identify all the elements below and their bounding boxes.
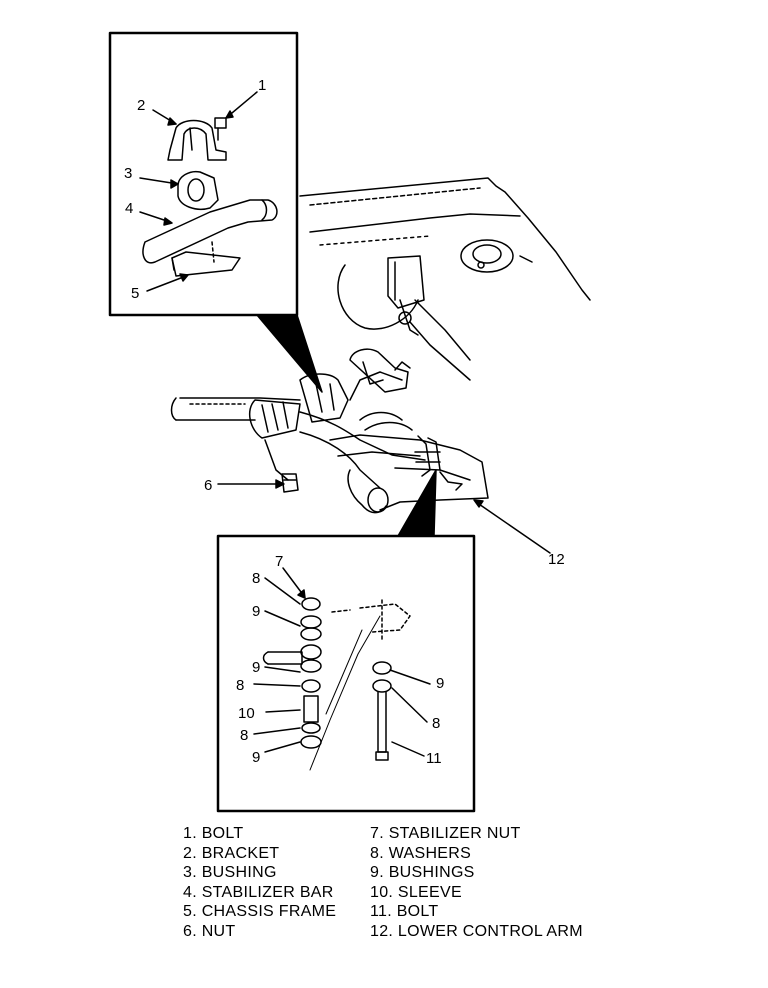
legend-item-3: 3. BUSHING	[183, 864, 277, 881]
callout-12: 12	[548, 551, 565, 568]
bracket-part	[167, 119, 227, 161]
legend-right-column: 7. STABILIZER NUT 8. WASHERS 9. BUSHINGS…	[370, 824, 583, 941]
bushing-part	[177, 170, 219, 210]
callout-9b: 9	[252, 659, 260, 676]
stabilizer-bar-part	[142, 199, 278, 264]
bottom-inset-box	[216, 469, 476, 813]
callout-11: 11	[426, 750, 442, 767]
legend-item-6: 6. NUT	[183, 922, 236, 940]
legend-item-1: 1. BOLT	[183, 825, 244, 842]
chassis-frame-part	[171, 251, 241, 277]
callout-9a: 9	[252, 603, 260, 620]
bolt-part	[214, 117, 227, 129]
callout-8c: 8	[240, 727, 248, 744]
legend-item-12: 12. LOWER CONTROL ARM	[370, 922, 583, 940]
callout-6: 6	[204, 477, 212, 494]
legend-item-5: 5. CHASSIS FRAME	[183, 903, 337, 920]
callout-1: 1	[258, 77, 266, 94]
callout-8d: 8	[432, 715, 440, 732]
callout-9c: 9	[252, 749, 260, 766]
callout-8a: 8	[252, 570, 260, 587]
top-inset-box	[108, 31, 323, 393]
link-assembled	[359, 599, 411, 761]
callout-2: 2	[137, 97, 145, 114]
callout-5: 5	[131, 285, 139, 302]
vehicle-front-suspension	[170, 177, 591, 514]
callout-labels: 1 2 3 4 5 6 12 7 8 9 9 8 10 8 9 9 8 11	[124, 77, 565, 767]
link-stack-exploded	[262, 597, 381, 771]
callout-7: 7	[275, 553, 283, 570]
callout-3: 3	[124, 165, 132, 182]
legend-item-10: 10. SLEEVE	[370, 883, 462, 901]
legend-item-4: 4. STABILIZER BAR	[183, 883, 334, 901]
legend-item-8: 8. WASHERS	[370, 844, 472, 862]
legend-item-11: 11. BOLT	[370, 903, 439, 920]
callout-10: 10	[238, 705, 255, 722]
callout-8b: 8	[236, 677, 244, 694]
legend-item-2: 2. BRACKET	[183, 844, 280, 862]
legend-left-column: 1. BOLT 2. BRACKET 3. BUSHING 4. STABILI…	[183, 824, 336, 941]
callout-4: 4	[125, 200, 133, 217]
callout-9d: 9	[436, 675, 444, 692]
legend-item-7: 7. STABILIZER NUT	[370, 825, 521, 842]
legend-item-9: 9. BUSHINGS	[370, 864, 475, 881]
